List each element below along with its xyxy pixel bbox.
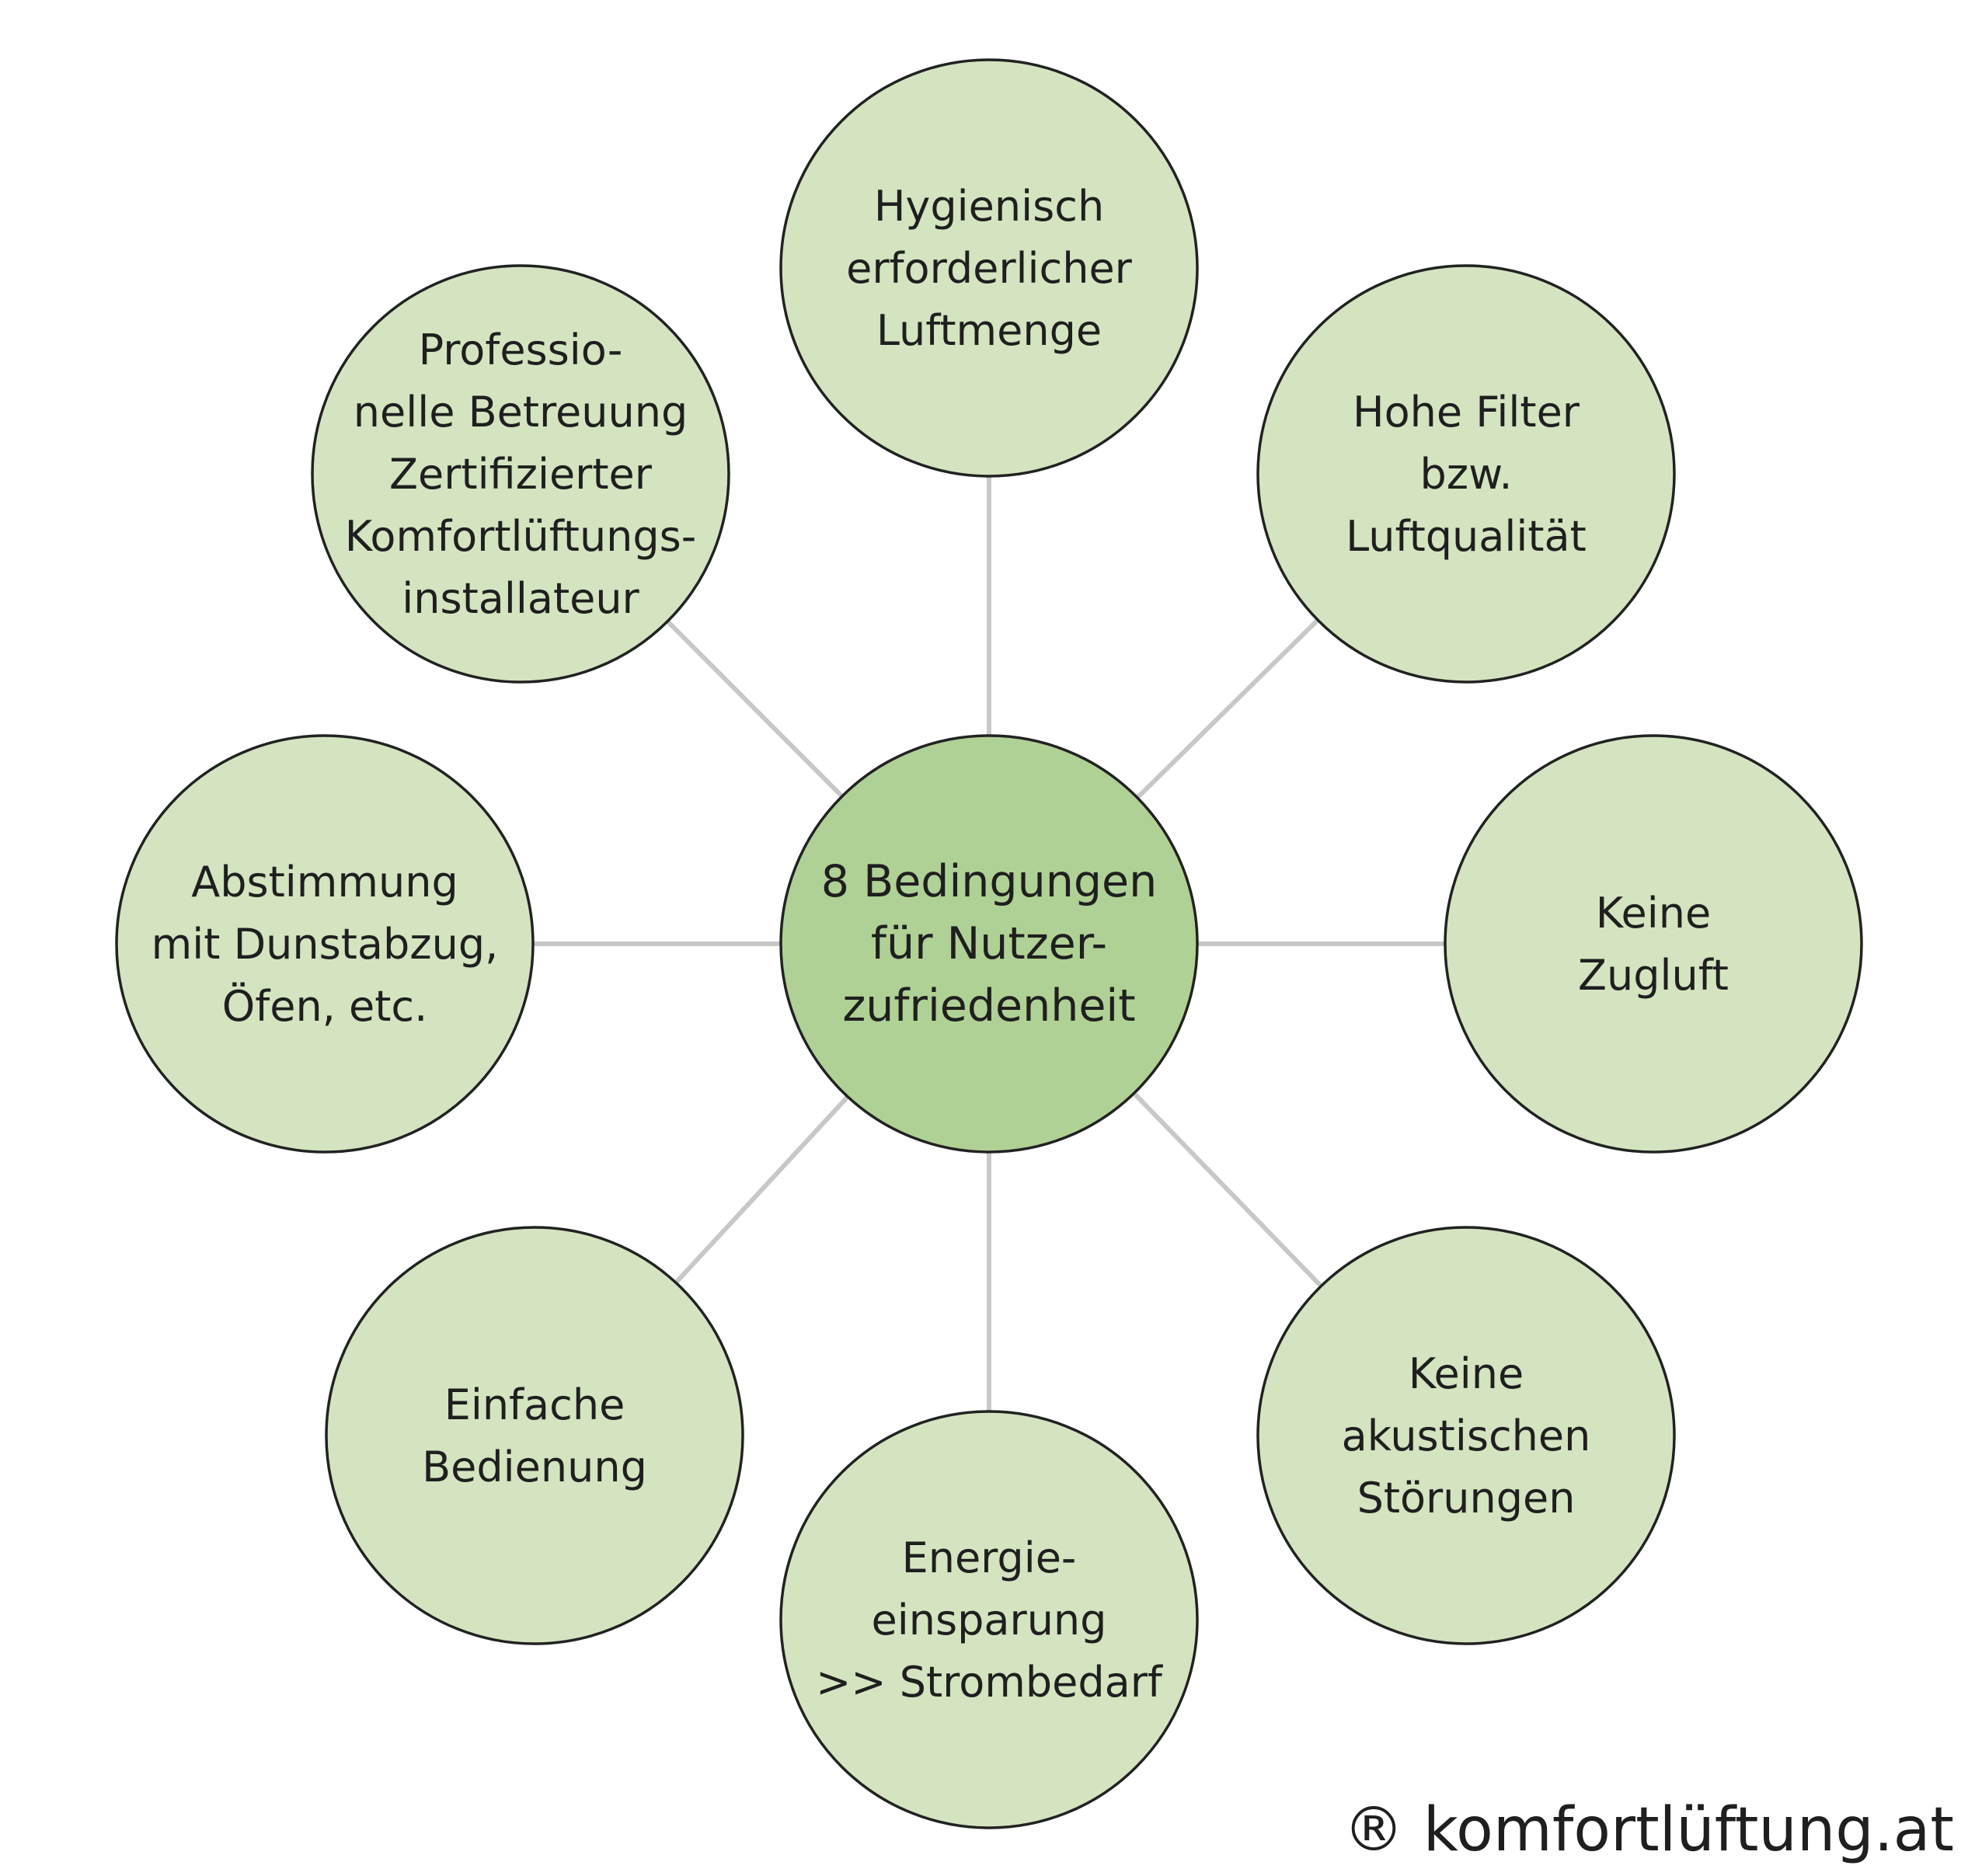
node-label-energie-line-1: Energie- [902,1533,1077,1582]
node-label-akustik-line-2: akustischen [1342,1411,1591,1460]
node-label-filter-line-3: Luftqualität [1346,512,1587,561]
node-energie: Energie-einsparung >> Strombedarf [779,1410,1199,1829]
node-circle-betreuung [311,264,730,684]
node-betreuung: Professio-nelle BetreuungZertifizierterK… [311,264,730,684]
connector-betreuung [666,619,844,799]
center-node-circle [779,734,1199,1154]
node-label-zugluft-line-2: Zugluft [1578,951,1729,1000]
node-label-betreuung-line-4: Komfortlüftungs- [345,512,697,561]
node-label-dunstabzug-line-3: Öfen, etc. [222,982,428,1031]
node-label-betreuung-line-2: nelle Betreuung [354,388,688,437]
node-label-akustik-line-3: Störungen [1357,1474,1576,1523]
node-label-betreuung-line-1: Professio- [419,325,623,374]
center-label-line-2: für Nutzer- [871,918,1107,969]
node-label-luftmenge-line-1: Hygienisch [874,182,1104,231]
node-label-bedienung-line-1: Einfache [444,1380,625,1429]
node-label-zugluft-line-1: Keine [1596,889,1711,938]
node-circle-zugluft [1444,734,1863,1154]
center-node: 8 Bedingungen für Nutzer-zufriedenheit [779,734,1199,1154]
node-label-filter-line-2: bzw. [1420,450,1513,499]
node-label-bedienung-line-2: Bedienung [422,1443,647,1491]
node-label-dunstabzug-line-2: mit Dunstabzug, [152,920,499,969]
node-circle-filter [1256,264,1676,684]
node-label-filter-line-1: Hohe Filter [1353,388,1580,437]
node-circle-bedienung [325,1226,744,1645]
copyright-credit: ® komfortlüftung.at [1343,1795,1954,1865]
connector-akustik [1132,1091,1323,1288]
connector-bedienung [674,1095,850,1285]
connector-filter [1135,618,1320,800]
node-label-luftmenge-line-3: Luftmenge [876,306,1102,355]
center-label-line-1: 8 Bedingungen [821,856,1158,907]
connector-lines [533,476,1445,1411]
node-label-akustik-line-1: Keine [1409,1349,1524,1398]
node-label-betreuung-line-3: Zertifizierter [389,450,653,499]
node-label-luftmenge-line-2: erforderlicher [846,244,1133,293]
node-circle-energie [779,1410,1199,1829]
center-label-line-3: zufriedenheit [842,980,1135,1032]
node-circle-akustik [1256,1226,1676,1645]
node-label-energie-line-3: >> Strombedarf [816,1658,1164,1707]
node-filter: Hohe Filter bzw. Luftqualität [1256,264,1676,684]
node-label-betreuung-line-5: installateur [402,574,639,623]
node-dunstabzug: Abstimmung mit Dunstabzug, Öfen, etc. [115,734,535,1154]
node-label-energie-line-2: einsparung [872,1596,1107,1645]
node-circle-dunstabzug [115,734,535,1154]
node-label-dunstabzug-line-1: Abstimmung [191,858,458,907]
node-circle-luftmenge [779,58,1199,478]
